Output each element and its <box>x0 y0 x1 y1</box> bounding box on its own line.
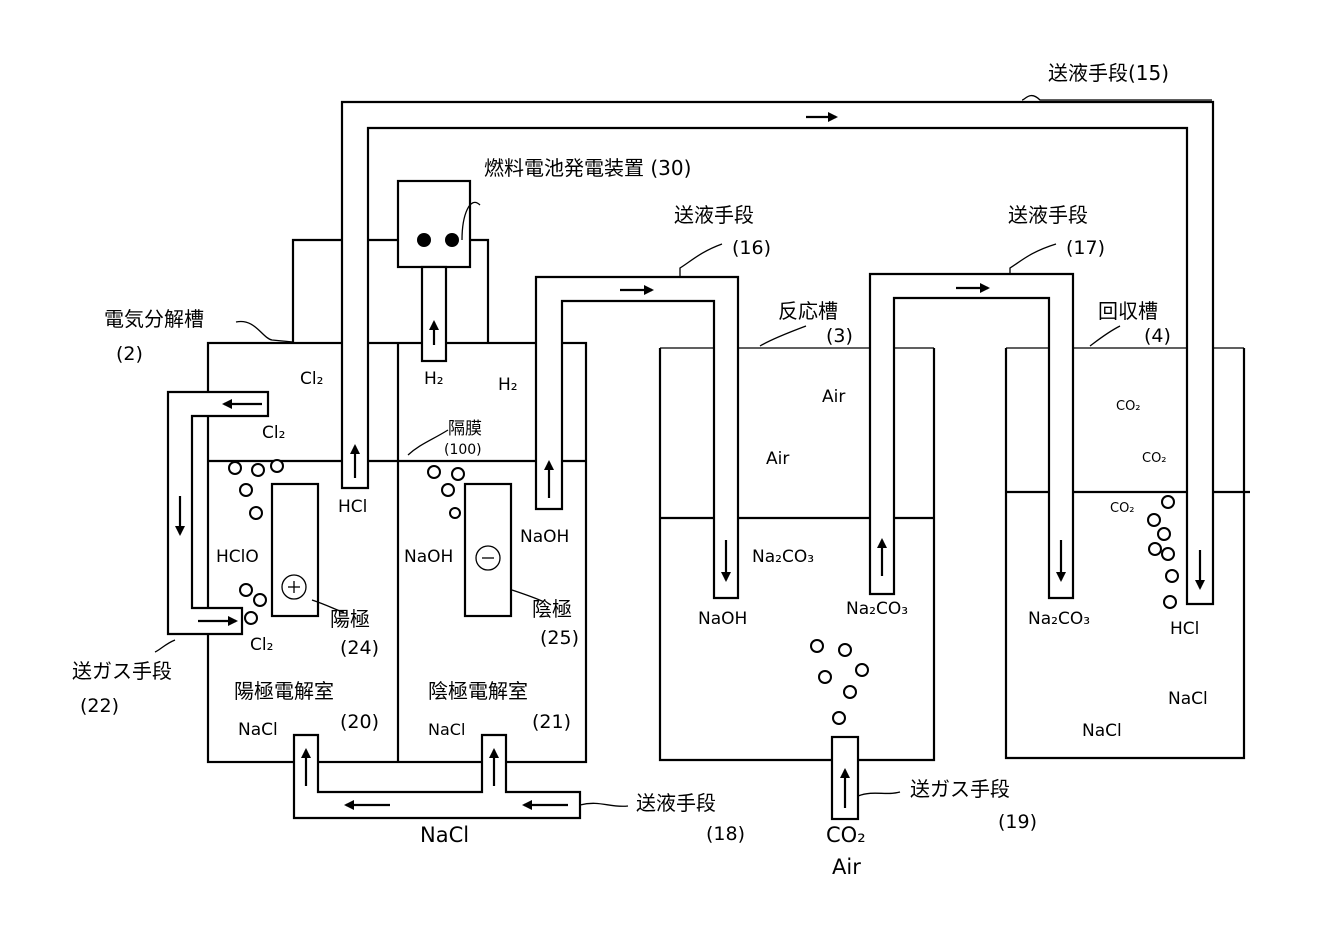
label-cathode-name: 陰極 <box>532 597 572 621</box>
chem-naoh-outlet: NaOH <box>520 527 569 547</box>
label-pump-17-name: 送液手段 <box>1008 203 1088 227</box>
chem-cl2-upper: Cl₂ <box>300 369 323 389</box>
chem-co2-recovery-1: CO₂ <box>1116 399 1141 414</box>
fuel-cell-unit <box>398 181 470 361</box>
label-anode-name: 陽極 <box>330 607 370 631</box>
anode-electrode <box>272 484 318 616</box>
chem-hcl-electrolyzer: HCl <box>338 497 367 517</box>
label-recovery-name: 回収槽 <box>1098 299 1158 323</box>
label-electrolyzer-name: 電気分解槽 <box>104 307 204 331</box>
label-anode-room-name: 陽極電解室 <box>234 679 334 703</box>
label-reactor-num: (3) <box>826 325 853 347</box>
label-gas-19-num: (19) <box>998 811 1037 833</box>
cathode-electrode <box>465 484 511 616</box>
chem-co2-recovery-3: CO₂ <box>1110 501 1135 516</box>
label-membrane-name: 隔膜 <box>448 419 482 439</box>
chem-air-inlet: Air <box>832 855 861 879</box>
chem-nacl-pipe: NaCl <box>420 823 469 847</box>
chem-air-reactor-upper: Air <box>822 387 845 407</box>
label-pump-17-num: (17) <box>1066 237 1105 259</box>
chem-nacl-cathode-room: NaCl <box>428 720 465 739</box>
label-fuel-cell: 燃料電池発電装置 (30) <box>484 156 691 180</box>
label-membrane-num: (100) <box>444 442 482 458</box>
transfer-pipe-17 <box>870 274 1073 598</box>
chem-hcl-recovery: HCl <box>1170 619 1199 639</box>
chem-na2co3-recovery: Na₂CO₃ <box>1028 609 1090 629</box>
chem-na2co3-pipe17: Na₂CO₃ <box>846 599 908 619</box>
label-reactor-name: 反応槽 <box>778 299 838 323</box>
chem-hclo: HClO <box>216 547 259 567</box>
label-anode-num: (24) <box>340 637 379 659</box>
label-pump-18-num: (18) <box>706 823 745 845</box>
chem-nacl-anode-room: NaCl <box>238 720 278 740</box>
gas-inlet-19 <box>832 737 858 819</box>
chem-cl2-bottom: Cl₂ <box>250 635 273 655</box>
chem-co2-recovery-2: CO₂ <box>1142 451 1167 466</box>
chem-nacl-recovery-2: NaCl <box>1082 721 1122 741</box>
chem-h2-pipe: H₂ <box>424 369 444 389</box>
label-pump-15: 送液手段(15) <box>1048 61 1169 85</box>
label-pump-16-num: (16) <box>732 237 771 259</box>
label-cathode-num: (25) <box>540 627 579 649</box>
terminal-dot-icon <box>417 233 431 247</box>
h2-feed-pipe <box>422 267 446 361</box>
chem-air-reactor-lower: Air <box>766 449 789 469</box>
label-gas-19-name: 送ガス手段 <box>910 777 1010 801</box>
label-pump-16-name: 送液手段 <box>674 203 754 227</box>
label-recovery-num: (4) <box>1144 325 1171 347</box>
label-pump-18-name: 送液手段 <box>636 791 716 815</box>
label-anode-room-num: (20) <box>340 711 379 733</box>
chem-nacl-recovery-1: NaCl <box>1168 689 1208 709</box>
label-gas-22-num: (22) <box>80 695 119 717</box>
chem-na2co3-reactor: Na₂CO₃ <box>752 547 814 567</box>
chem-naoh-reactor: NaOH <box>698 609 747 629</box>
chem-co2-inlet: CO₂ <box>826 823 866 847</box>
chem-naoh-cathode: NaOH <box>404 547 453 567</box>
label-electrolyzer-num: (2) <box>116 343 143 365</box>
label-cathode-room-name: 陰極電解室 <box>428 679 528 703</box>
chem-cl2-loop: Cl₂ <box>262 423 285 443</box>
terminal-dot-icon <box>445 233 459 247</box>
label-gas-22-name: 送ガス手段 <box>72 659 172 683</box>
chem-h2-room: H₂ <box>498 375 518 395</box>
label-cathode-room-num: (21) <box>532 711 571 733</box>
